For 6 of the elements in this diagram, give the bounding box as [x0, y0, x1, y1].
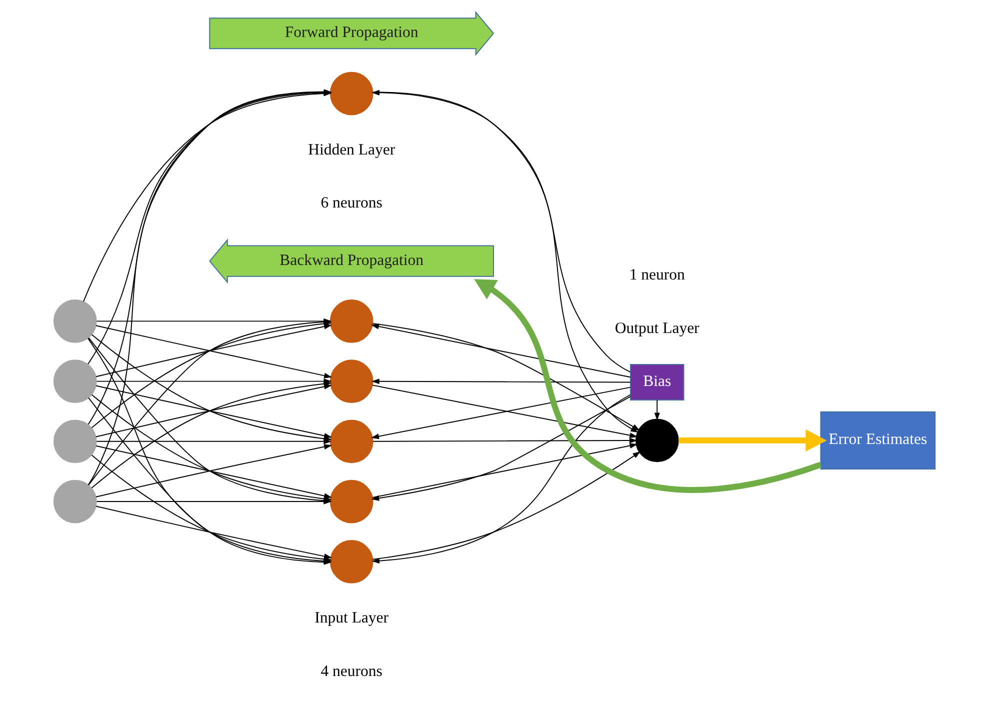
label: 4 neurons — [320, 662, 382, 680]
label: Output Layer — [614, 320, 700, 337]
label: Input Layer — [314, 610, 389, 627]
label: Hidden Layer — [308, 141, 396, 158]
label: 1 neuron — [629, 266, 685, 284]
label: 6 neurons — [320, 194, 382, 212]
